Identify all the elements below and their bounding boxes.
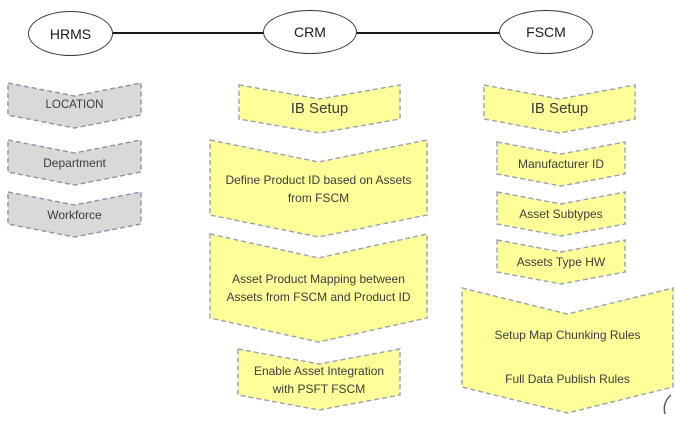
step-label: IB Setup <box>530 99 589 117</box>
step-hrms-location: LOCATION <box>7 82 142 129</box>
node-hrms: HRMS <box>28 11 113 56</box>
step-label: Setup Map Chunking Rules Full Data Publi… <box>461 287 674 414</box>
step-fscm-asset-subtypes: Asset Subtypes <box>496 191 626 237</box>
step-crm-enable-asset-integration: Enable Asset Integration with PSFT FSCM <box>237 348 401 411</box>
step-fscm-setup-map-chunking: Setup Map Chunking Rules Full Data Publi… <box>461 287 674 414</box>
node-hrms-label: HRMS <box>49 25 92 42</box>
step-crm-asset-product-mapping: Asset Product Mapping between Assets fro… <box>209 233 428 343</box>
step-fscm-assets-type-hw: Assets Type HW <box>496 239 626 285</box>
step-label: Manufacturer ID <box>517 157 605 171</box>
node-fscm-label: FSCM <box>526 24 566 40</box>
step-fscm-ib-setup: IB Setup <box>483 84 636 134</box>
step-label: Asset Product Mapping between Assets fro… <box>226 272 411 304</box>
step-label: Department <box>43 155 106 170</box>
step-label-line1: Setup Map Chunking Rules <box>494 327 641 342</box>
step-label: Workforce <box>47 207 102 222</box>
step-label: Assets Type HW <box>516 255 606 269</box>
step-label: IB Setup <box>290 99 349 117</box>
step-label: Asset Subtypes <box>519 207 603 221</box>
step-crm-ib-setup: IB Setup <box>238 84 401 134</box>
step-label: Define Product ID based on Assets from F… <box>225 172 412 205</box>
node-crm-label: CRM <box>294 24 326 40</box>
step-hrms-workforce: Workforce <box>7 191 142 238</box>
step-label-line2: Full Data Publish Rules <box>505 371 630 386</box>
node-fscm: FSCM <box>499 10 593 54</box>
step-label: Enable Asset Integration with PSFT FSCM <box>253 363 385 396</box>
node-crm: CRM <box>263 10 357 54</box>
stray-ink-mark <box>663 394 672 415</box>
step-fscm-manufacturer-id: Manufacturer ID <box>496 141 626 187</box>
step-crm-define-product-id: Define Product ID based on Assets from F… <box>209 139 428 238</box>
step-hrms-department: Department <box>7 139 142 186</box>
step-label: LOCATION <box>45 98 104 111</box>
